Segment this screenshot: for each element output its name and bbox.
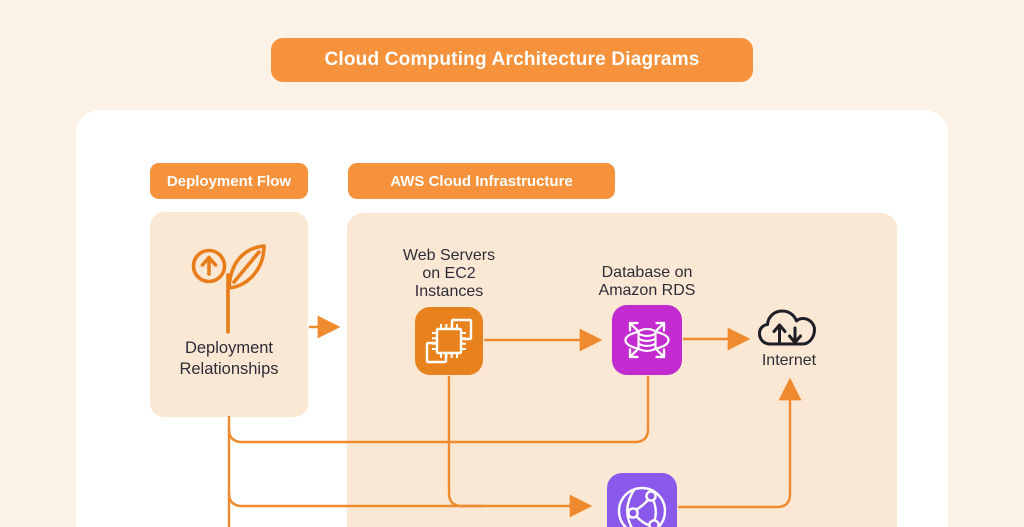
aws-infrastructure-badge: AWS Cloud Infrastructure bbox=[348, 163, 615, 199]
internet-cloud-icon bbox=[756, 302, 820, 354]
rds-label: Database on Amazon RDS bbox=[598, 264, 696, 299]
deployment-relationships-label: Deployment Relationships bbox=[179, 339, 279, 378]
deployment-flow-badge-label: Deployment Flow bbox=[166, 172, 292, 190]
network-globe-icon bbox=[607, 473, 677, 527]
ec2-instances-icon bbox=[415, 307, 483, 375]
internet-label: Internet bbox=[761, 352, 817, 369]
ec2-label: Web Servers on EC2 Instances bbox=[402, 247, 496, 300]
plant-growth-icon bbox=[188, 241, 270, 335]
page-title: Cloud Computing Architecture Diagrams bbox=[271, 38, 753, 82]
page-title-text: Cloud Computing Architecture Diagrams bbox=[324, 49, 700, 70]
rds-scaling-database-icon bbox=[612, 305, 682, 375]
aws-infrastructure-badge-label: AWS Cloud Infrastructure bbox=[390, 172, 573, 190]
deployment-flow-badge: Deployment Flow bbox=[150, 163, 308, 199]
